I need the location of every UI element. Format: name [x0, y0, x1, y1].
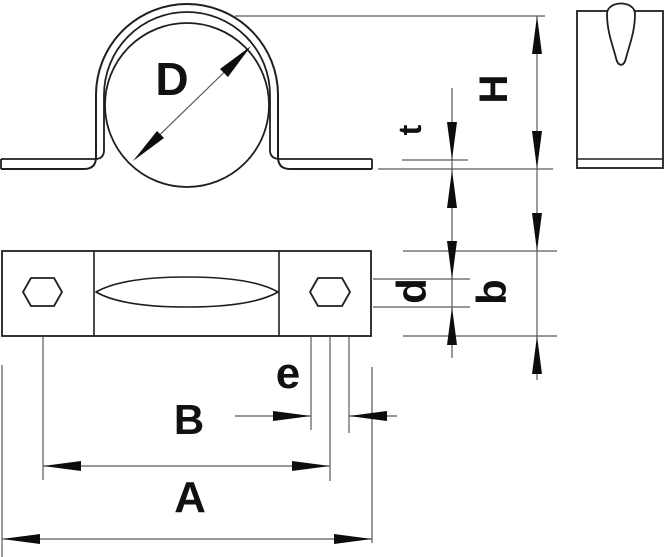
strap-end-caps: [0, 159, 373, 169]
arrow-d-top: [447, 241, 457, 279]
pipe-circle: [104, 22, 270, 188]
plan-view-base: [1, 250, 372, 337]
arrow-t-bottom: [447, 170, 457, 208]
arrow-b-bottom: [532, 336, 542, 374]
arrow-D-upper: [220, 46, 251, 77]
front-view-clamp: [0, 3, 373, 188]
arrow-D-lower: [133, 131, 164, 161]
arrow-B-right: [292, 461, 330, 471]
label-material-thickness-t: t: [392, 124, 428, 136]
arrow-A-left: [2, 534, 40, 544]
arrow-t-top: [447, 122, 457, 160]
strap-outer-contour: [1, 3, 372, 170]
embossed-rib-lens: [95, 276, 279, 308]
label-hole-diameter-d: d: [388, 278, 435, 304]
label-overall-height-H: H: [472, 74, 516, 104]
side-view-clamp: [576, 2, 664, 169]
hex-slot-right: [309, 277, 351, 307]
arrow-e-right: [349, 411, 387, 421]
arrow-H-top: [532, 16, 542, 54]
arrow-A-right: [334, 534, 372, 544]
hex-slot-left: [22, 277, 63, 307]
side-view-rib-teardrop: [606, 2, 636, 66]
dimension-arrowheads: [2, 16, 542, 544]
arrow-H-bottom: [532, 131, 542, 169]
arrow-e-left: [273, 411, 311, 421]
label-slot-length-e: e: [275, 349, 301, 398]
label-overall-length-A: A: [174, 473, 206, 522]
strap-inner-contour: [1, 11, 372, 160]
base-plate-outline: [1, 250, 372, 337]
arrow-b-top: [532, 213, 542, 251]
label-pipe-diameter-D: D: [155, 53, 189, 105]
arrow-d-bottom: [447, 307, 457, 345]
label-hole-spacing-B: B: [173, 396, 205, 443]
label-base-width-b: b: [468, 279, 515, 305]
arrow-B-left: [43, 461, 81, 471]
